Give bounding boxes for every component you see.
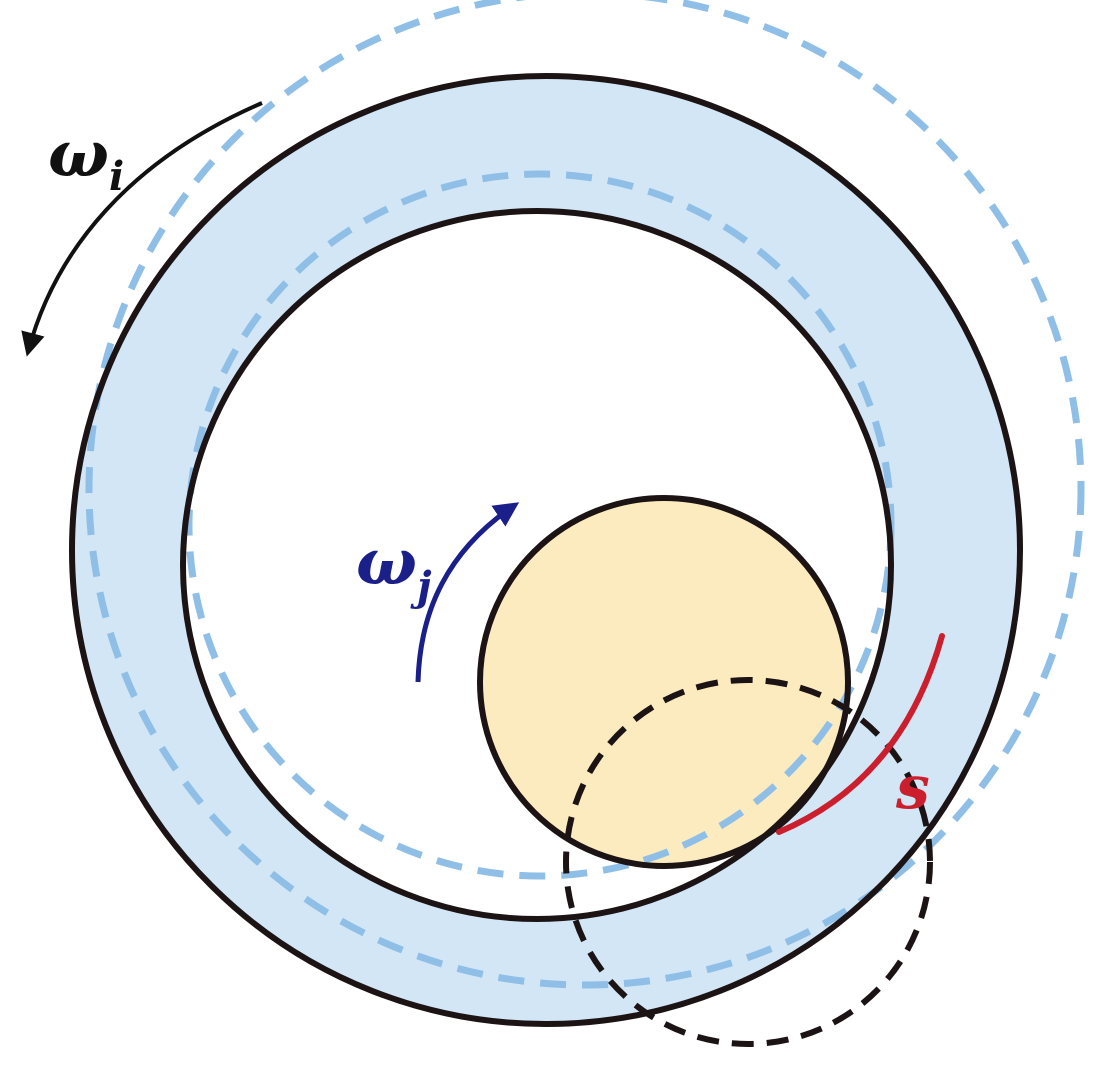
omega-j-base: ω — [356, 525, 417, 600]
omega-i-subscript: i — [109, 153, 124, 200]
omega-i-base: ω — [48, 117, 109, 192]
counterclockwise-arrow-icon — [21, 101, 263, 357]
inner-race-circle — [180, 208, 894, 922]
slip-label: s — [895, 753, 930, 823]
clockwise-arrow-icon — [415, 502, 520, 683]
rolling-ball-outline — [477, 495, 851, 869]
slip-arc — [776, 633, 945, 835]
dashed-ball-circle — [563, 677, 933, 1047]
rolling-ball-fill — [480, 498, 848, 866]
omega-j-label: ωj — [356, 525, 432, 610]
omega-i-label: ωi — [48, 117, 124, 200]
outer-race-circle — [69, 73, 1023, 1027]
dashed-outer-circle — [85, 0, 1085, 989]
